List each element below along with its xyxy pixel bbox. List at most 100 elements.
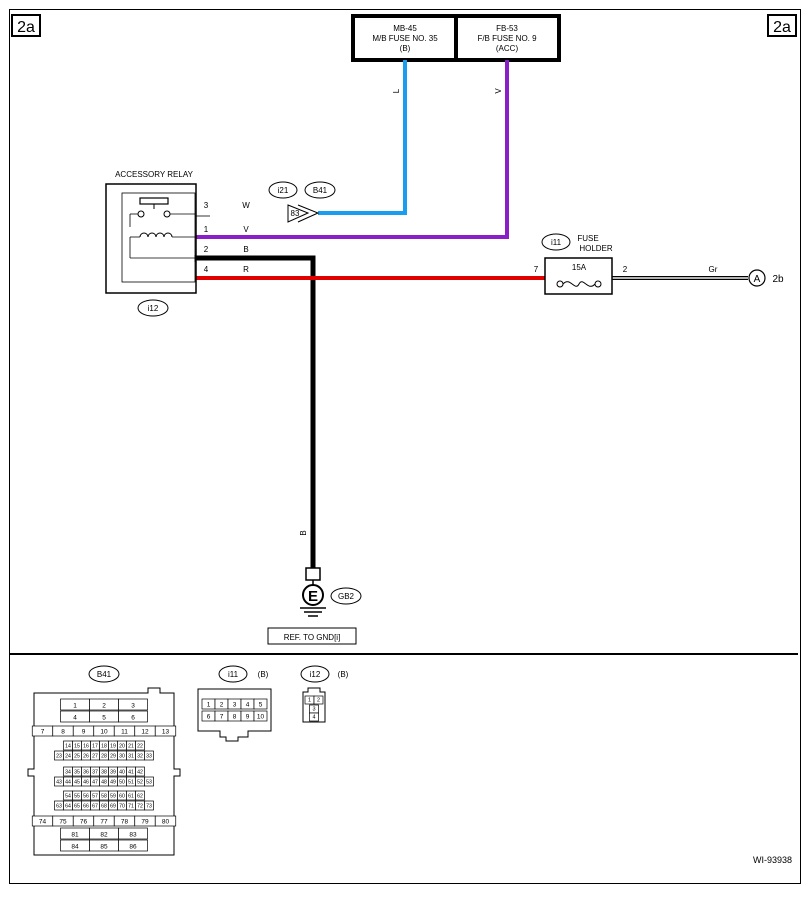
b41-pin-label: 57	[92, 794, 98, 800]
i11-pin-label: 9	[246, 714, 250, 721]
svg-text:2a: 2a	[773, 19, 791, 36]
i11-pin-label: 4	[246, 702, 250, 709]
b41-pin-label: 30	[119, 754, 125, 760]
fuse-pin-out: 2	[623, 265, 628, 274]
fuse-holder-title-2: HOLDER	[579, 244, 613, 253]
b41-pin-label: 7	[41, 729, 45, 736]
ground-label: GB2	[338, 592, 355, 601]
wire-label-violet: V	[494, 88, 503, 94]
b41-pin-label: 38	[101, 770, 107, 776]
b41-pin-label: 3	[131, 703, 135, 710]
i11-pin-label: 1	[207, 702, 211, 709]
b41-pin-label: 11	[121, 729, 128, 736]
relay-pin-2: 2	[204, 245, 209, 254]
b41-pin-label: 20	[119, 744, 125, 750]
b41-pin-label: 49	[110, 780, 116, 786]
relay-connector-i12: i12	[137, 299, 169, 317]
b41-pin-label: 16	[83, 744, 89, 750]
wire-label-ground: B	[299, 530, 308, 535]
wire-blue	[318, 60, 407, 215]
b41-pin-label: 36	[83, 770, 89, 776]
relay-pin-2-color: B	[243, 245, 248, 254]
b41-pin-label: 47	[92, 780, 98, 786]
b41-pin-label: 72	[137, 804, 143, 810]
connector-i21-pin: 83	[291, 209, 300, 218]
b41-pin-label: 24	[65, 754, 71, 760]
b41-pin-label: 59	[110, 794, 116, 800]
b41-pin-label: 15	[74, 744, 80, 750]
b41-pin-label: 54	[65, 794, 71, 800]
fuse-box-fb-line1: FB-53	[496, 24, 518, 33]
b41-pin-label: 52	[137, 780, 143, 786]
relay-pin-1-color: V	[243, 225, 249, 234]
b41-pin-label: 73	[146, 804, 152, 810]
b41-pin-label: 42	[137, 770, 143, 776]
accessory-relay	[105, 183, 197, 294]
b41-pin-label: 70	[119, 804, 125, 810]
i12-pin-label: 1	[308, 698, 311, 704]
wire-label-gray: Gr	[709, 265, 718, 274]
legend-b41-name: B41	[97, 670, 112, 679]
b41-pin-label: 80	[162, 819, 170, 826]
fuse-pin-in: 7	[534, 265, 539, 274]
i11-pin-label: 3	[233, 702, 237, 709]
svg-text:A: A	[754, 274, 761, 285]
b41-pin-label: 44	[65, 780, 71, 786]
fuse-holder: i11 FUSE HOLDER 15A 7 2	[534, 233, 628, 295]
i12-pin-cell	[313, 695, 324, 705]
b41-pin-label: 74	[39, 819, 47, 826]
b41-pin-label: 6	[131, 715, 135, 722]
b41-pin-label: 29	[110, 754, 116, 760]
fuse-rating: 15A	[572, 263, 587, 272]
b41-pin-label: 86	[129, 844, 137, 851]
b41-pin-label: 66	[83, 804, 89, 810]
i12-pin-label: 2	[317, 698, 320, 704]
i12-pin-cell	[309, 712, 319, 722]
svg-text:E: E	[308, 588, 318, 605]
b41-pin-label: 13	[162, 729, 170, 736]
fuse-box-mb-line1: MB-45	[393, 24, 417, 33]
svg-text:B41: B41	[313, 186, 328, 195]
b41-pin-label: 68	[101, 804, 107, 810]
b41-pin-label: 28	[101, 754, 107, 760]
b41-pin-label: 25	[74, 754, 80, 760]
b41-pin-cell	[118, 827, 148, 840]
relay-pin-labels: 3 W 1 V 2 B 4 R	[204, 201, 250, 274]
b41-pin-label: 67	[92, 804, 98, 810]
b41-pin-label: 61	[128, 794, 134, 800]
b41-pin-cell	[135, 766, 145, 777]
b41-pin-cell	[118, 710, 148, 723]
ground-symbol: E GB2 REF. TO GND[i]	[267, 567, 362, 645]
relay-pin-3-color: W	[242, 201, 250, 210]
i12-pin-label: 4	[312, 715, 315, 721]
b41-pin-label: 5	[102, 715, 106, 722]
relay-pin-4-color: R	[243, 265, 249, 274]
b41-pin-label: 48	[101, 780, 107, 786]
b41-pin-label: 2	[102, 703, 106, 710]
b41-pin-label: 78	[121, 819, 129, 826]
b41-pin-label: 79	[141, 819, 149, 826]
i11-pin-label: 10	[257, 714, 265, 721]
b41-pin-label: 32	[137, 754, 143, 760]
b41-pin-label: 46	[83, 780, 89, 786]
svg-text:2b: 2b	[772, 274, 784, 285]
b41-pin-label: 21	[128, 744, 134, 750]
b41-pin-label: 53	[146, 780, 152, 786]
i11-pin-label: 7	[220, 714, 224, 721]
b41-pin-label: 85	[100, 844, 108, 851]
b41-pin-label: 40	[119, 770, 125, 776]
svg-text:i21: i21	[278, 186, 289, 195]
i11-pin-cell	[253, 698, 268, 710]
i11-pin-cell	[253, 710, 268, 722]
b41-pin-cell	[154, 725, 177, 737]
figure-id: WI-93938	[753, 855, 792, 865]
b41-pin-cell	[144, 750, 154, 761]
b41-pin-label: 9	[82, 729, 86, 736]
fuse-box-group: MB-45 M/B FUSE NO. 35 (B) FB-53 F/B FUSE…	[351, 14, 561, 62]
i11-pin-label: 5	[259, 702, 263, 709]
b41-pin-label: 45	[74, 780, 80, 786]
b41-pin-label: 50	[119, 780, 125, 786]
